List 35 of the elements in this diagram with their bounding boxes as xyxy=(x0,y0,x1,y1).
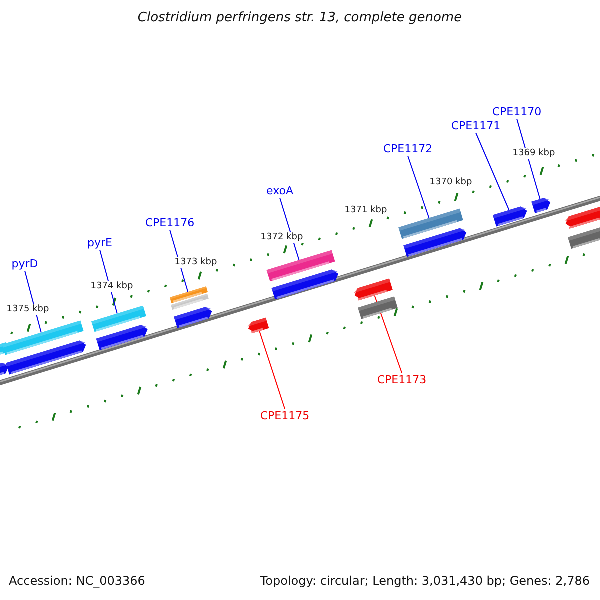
leader-line xyxy=(476,132,510,211)
feature-bar xyxy=(568,227,600,249)
gene-label: pyrE xyxy=(88,238,112,248)
gene-block xyxy=(404,228,467,258)
gene-label: exoA xyxy=(266,186,294,196)
gene-block xyxy=(493,206,528,227)
diagram-title: Clostridium perfringens str. 13, complete genome xyxy=(138,12,462,24)
feature-bar xyxy=(358,296,398,320)
gene-label: CPE1175 xyxy=(260,410,310,422)
scale-label: 1369 kbp xyxy=(512,148,556,160)
gene-label: CPE1171 xyxy=(451,120,501,132)
scale-label: 1370 kbp xyxy=(428,178,474,188)
gene-label: CPE1176 xyxy=(145,218,195,228)
leader-line xyxy=(408,156,430,219)
scale-label: 1371 kbp xyxy=(344,206,388,216)
gene-block xyxy=(565,206,600,229)
gene-block xyxy=(354,278,393,301)
gene-label: CPE1172 xyxy=(383,144,433,154)
gene-label: CPE1170 xyxy=(492,106,542,118)
footer-text: Topology: circular; Length: 3,031,430 bp; Genes: 2,786 xyxy=(260,575,590,587)
gene-block xyxy=(272,270,339,300)
feature-bar xyxy=(171,294,209,310)
scale-label: 1375 kbp xyxy=(6,304,50,316)
gene-block xyxy=(174,307,212,328)
leader-line xyxy=(259,330,286,410)
scale-label: 1372 kbp xyxy=(260,232,304,244)
gene-label: CPE1173 xyxy=(377,374,427,386)
gene-block xyxy=(248,318,270,334)
scale-label: 1373 kbp xyxy=(174,258,218,268)
gene-block xyxy=(6,340,86,375)
gene-block xyxy=(96,325,148,350)
scale-label: 1374 kbp xyxy=(90,282,134,292)
footer-text: Accession: NC_003366 xyxy=(9,575,146,587)
gene-block xyxy=(532,198,551,214)
gene-label: pyrD xyxy=(12,258,38,270)
